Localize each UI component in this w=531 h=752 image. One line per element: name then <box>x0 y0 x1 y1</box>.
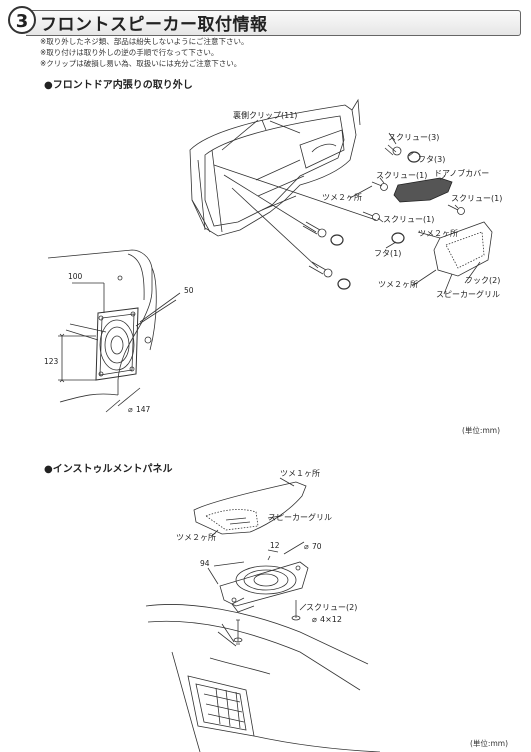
label-screw3: スクリュー(3) <box>388 133 439 142</box>
label-screw1a: スクリュー(1) <box>376 171 427 180</box>
dim-100: 100 <box>68 272 83 281</box>
note-line: ※取り外したネジ類、部品は紛失しないようにご注意下さい。 <box>40 37 249 46</box>
label-tabs2c: ツメ２ヶ所 <box>378 279 418 289</box>
dim-70-symbol: ⌀ <box>304 542 309 551</box>
dash-dimension-lines <box>207 541 305 585</box>
note-line: ※取り付けは取り外しの逆の手順で行なって下さい。 <box>40 48 219 57</box>
label-screw2: スクリュー(2) <box>306 603 357 612</box>
screw-icon <box>291 600 301 621</box>
section2-labels: ツメ１ヶ所 スピーカーグリル ツメ２ヶ所 スクリュー(2) ⌀ 4×12 94 … <box>176 468 357 624</box>
screw-icon <box>447 204 465 215</box>
label-hook2: フック(2) <box>465 276 500 285</box>
cap-icon <box>391 232 405 244</box>
dim-70: 70 <box>312 542 322 551</box>
screw-icon <box>384 144 421 163</box>
section2-heading: ●インストゥルメントパネル <box>44 464 173 475</box>
screw-icon <box>308 261 351 290</box>
door-knob-cover <box>393 177 453 203</box>
dash-speaker-mount <box>219 561 309 613</box>
dash-speaker-grille <box>193 481 307 535</box>
door-opening-diagram <box>47 249 157 403</box>
label-cap1: フタ(1) <box>374 249 401 258</box>
dim-147-symbol: ⌀ <box>128 405 133 414</box>
grille-leaders <box>211 477 295 537</box>
label-clip: 裏側クリップ(11) <box>233 110 297 120</box>
dimension-lines <box>58 282 181 413</box>
screw-icon <box>302 221 344 246</box>
dim-123: 123 <box>44 357 59 366</box>
screw-icon <box>362 211 380 221</box>
label-speaker-grille: スピーカーグリル <box>436 289 500 299</box>
door-speaker-grille <box>433 221 493 277</box>
label-cap3: フタ(3) <box>418 155 445 164</box>
screw-leader <box>299 603 307 611</box>
label-tabs1: ツメ１ヶ所 <box>280 468 320 478</box>
section1-heading: ●フロントドア内張りの取り外し <box>44 80 193 91</box>
dashboard-illustration <box>145 604 381 752</box>
page-title: フロントスピーカー取付情報 <box>40 15 268 35</box>
section2-unit: (単位:mm) <box>470 739 508 748</box>
dim-50: 50 <box>184 286 194 295</box>
label-screw-size-symbol: ⌀ <box>312 615 317 624</box>
label-tabs2a: ツメ２ヶ所 <box>322 192 362 202</box>
section1-labels: 裏側クリップ(11) スクリュー(3) フタ(3) スクリュー(1) ドアノブカ… <box>44 110 502 414</box>
section-number-badge: 3 <box>8 6 36 34</box>
dim-147: 147 <box>136 405 151 414</box>
label-tabs2: ツメ２ヶ所 <box>176 532 216 542</box>
section-header: 3 フロントスピーカー取付情報 <box>8 6 521 36</box>
label-knob-cover: ドアノブカバー <box>434 168 489 178</box>
screw-leader <box>217 623 237 647</box>
label-speaker-grille-2: スピーカーグリル <box>268 512 332 522</box>
header-bar <box>26 10 521 36</box>
label-tabs2b: ツメ２ヶ所 <box>418 228 458 238</box>
label-screw-size: 4×12 <box>320 615 342 624</box>
dim-94: 94 <box>200 559 210 568</box>
label-screw1b: スクリュー(1) <box>451 194 502 203</box>
screw-icon <box>371 181 388 191</box>
dim-12: 12 <box>270 541 280 550</box>
notes: ※取り外したネジ類、部品は紛失しないようにご注意下さい。 ※取り付けは取り外しの… <box>40 36 248 69</box>
label-screw1c: スクリュー(1) <box>383 215 434 224</box>
section1-unit: (単位:mm) <box>462 426 500 435</box>
note-line: ※クリップは破損し易い為、取扱いには充分ご注意下さい。 <box>40 59 242 68</box>
door-trim-illustration <box>189 98 377 269</box>
